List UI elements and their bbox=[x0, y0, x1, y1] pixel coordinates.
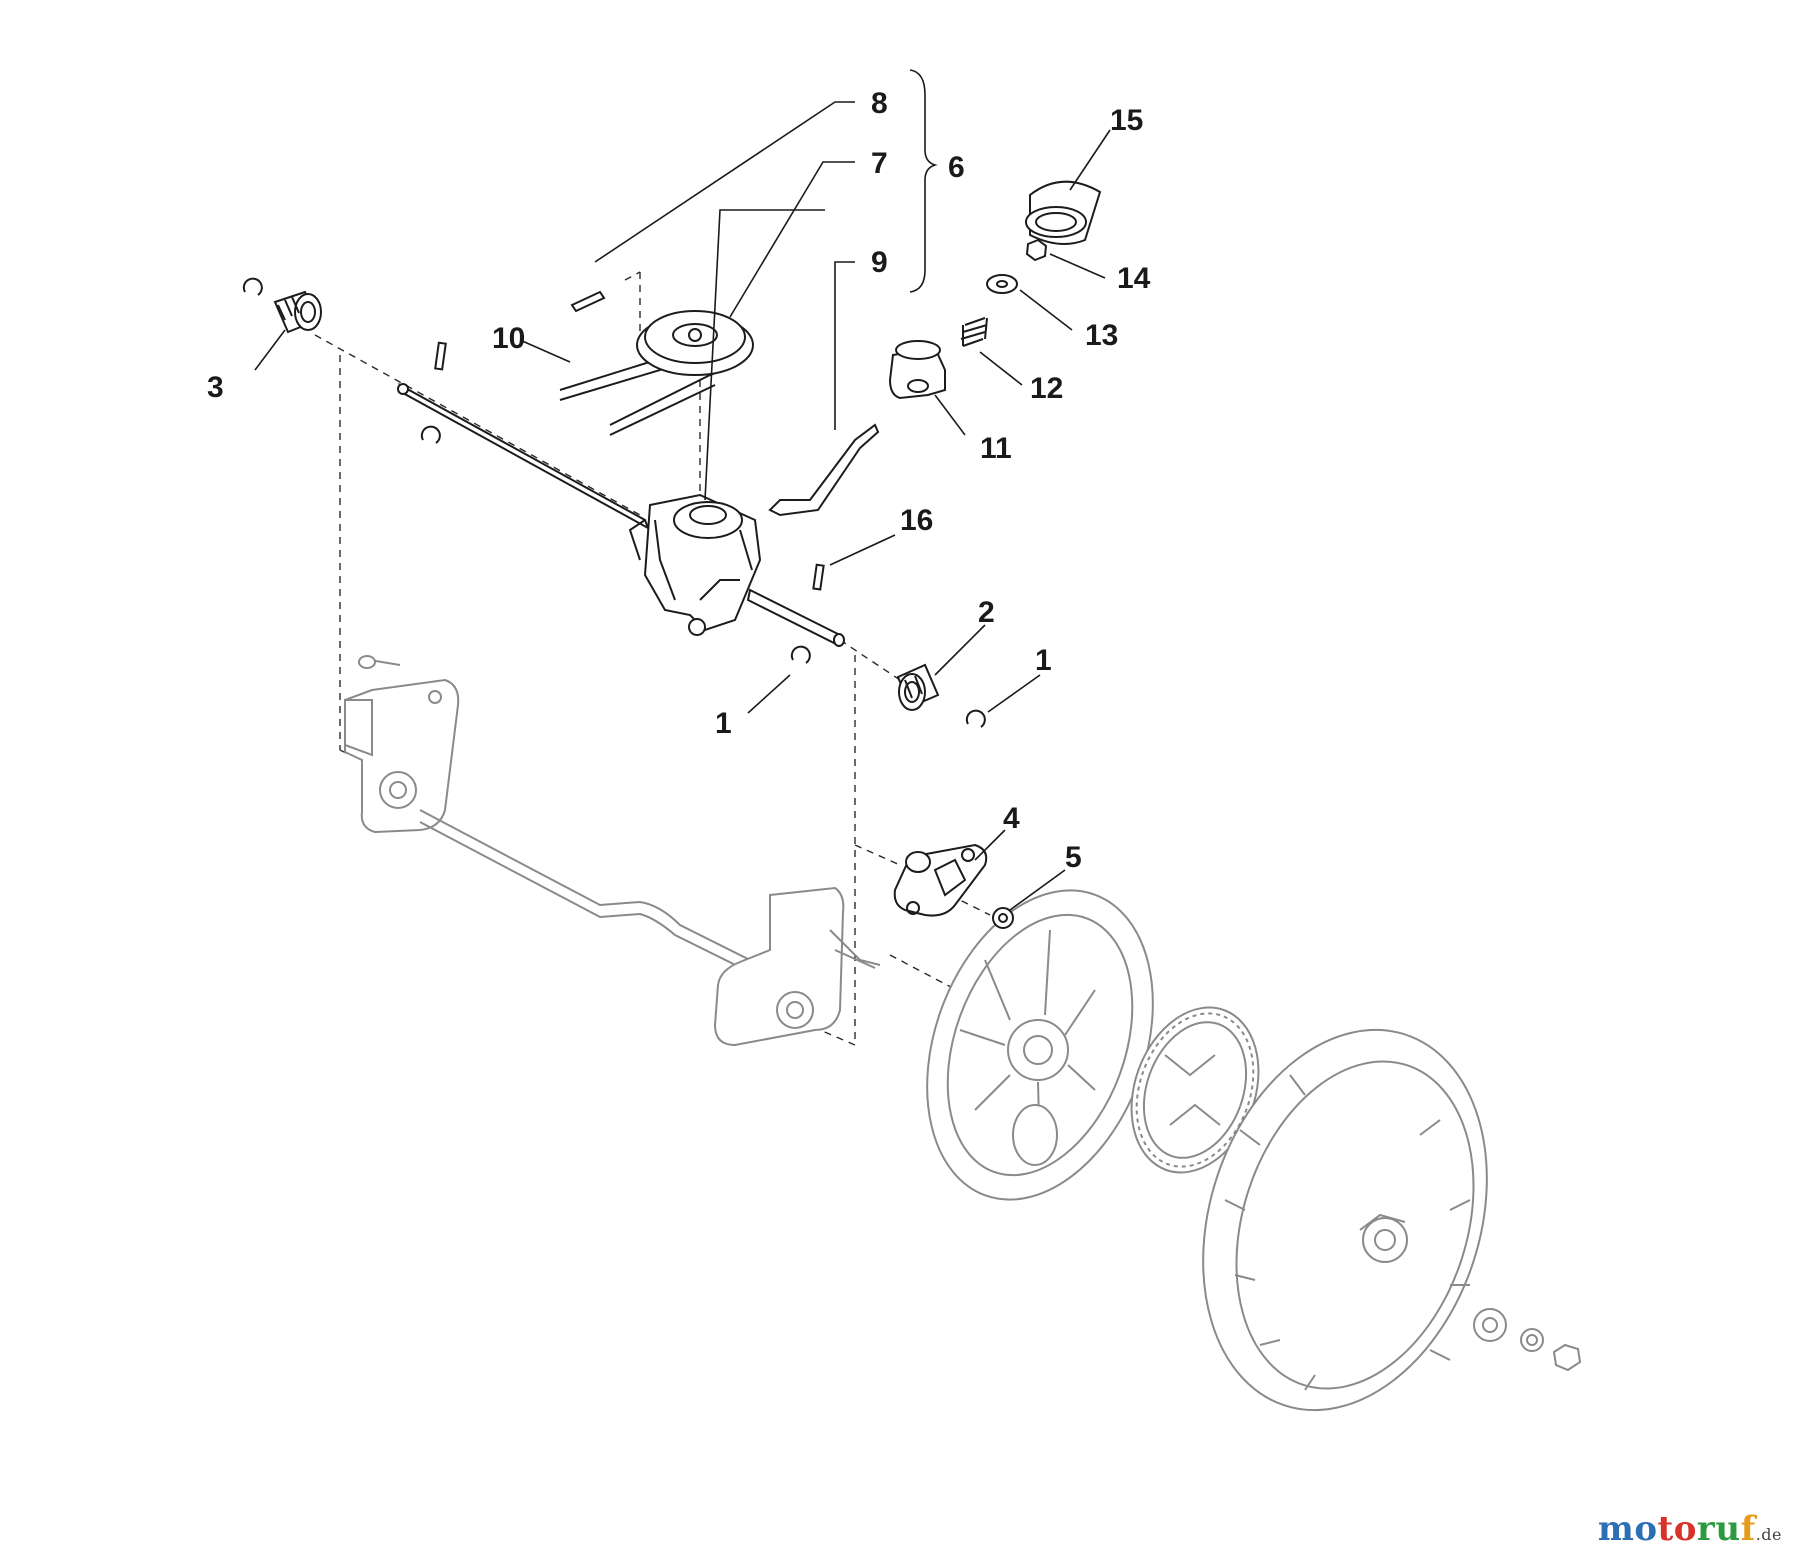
pulley bbox=[636, 310, 754, 376]
motoruf-watermark-logo: motoruf.de bbox=[1597, 1509, 1782, 1549]
flat-washer bbox=[986, 274, 1018, 294]
leader-lines bbox=[254, 69, 1111, 911]
callout-5: 5 bbox=[1065, 841, 1082, 874]
callout-16: 16 bbox=[900, 504, 933, 537]
washer bbox=[992, 907, 1014, 929]
wheel-cover bbox=[926, 889, 1154, 1201]
callout-12: 12 bbox=[1030, 372, 1063, 405]
callout-6: 6 bbox=[948, 151, 965, 184]
callout-3: 3 bbox=[207, 371, 224, 404]
pulley-key-pin bbox=[570, 290, 606, 313]
shaft-pin-lower bbox=[812, 563, 825, 591]
drive-shaft bbox=[397, 382, 845, 647]
assembly-guides bbox=[314, 271, 991, 1046]
hex-nut bbox=[1025, 238, 1048, 262]
callout-11: 11 bbox=[980, 432, 1012, 465]
right-drive-pinion bbox=[896, 663, 940, 711]
shaft-pin-upper bbox=[434, 341, 447, 371]
adjuster-knob bbox=[1025, 180, 1102, 245]
callout-7: 7 bbox=[871, 147, 888, 180]
callout-4: 4 bbox=[1003, 802, 1020, 835]
front-axle-assembly bbox=[344, 655, 881, 1047]
callout-2: 2 bbox=[978, 596, 995, 629]
shift-lever bbox=[768, 423, 880, 517]
wheel-bearing-and-nut bbox=[1473, 1308, 1582, 1372]
spring bbox=[960, 317, 988, 347]
callout-10: 10 bbox=[492, 322, 525, 355]
lever-bushing bbox=[888, 340, 946, 400]
retaining-clips bbox=[242, 277, 986, 728]
callout-labels: 8 7 6 9 10 3 15 14 13 12 11 16 2 1 1 4 5 bbox=[207, 87, 1151, 874]
drive-gear-ring bbox=[1130, 1006, 1260, 1174]
callout-13: 13 bbox=[1085, 319, 1118, 352]
callout-8: 8 bbox=[871, 87, 888, 120]
gearbox bbox=[628, 493, 762, 636]
pinion-housing-cap bbox=[893, 843, 988, 917]
rear-wheel bbox=[1202, 1028, 1488, 1412]
callout-14: 14 bbox=[1117, 262, 1151, 295]
callout-9: 9 bbox=[871, 246, 888, 279]
callout-1-right: 1 bbox=[1035, 644, 1052, 677]
left-drive-pinion bbox=[273, 290, 322, 334]
callout-1-left: 1 bbox=[715, 707, 732, 740]
callout-15: 15 bbox=[1110, 104, 1143, 137]
